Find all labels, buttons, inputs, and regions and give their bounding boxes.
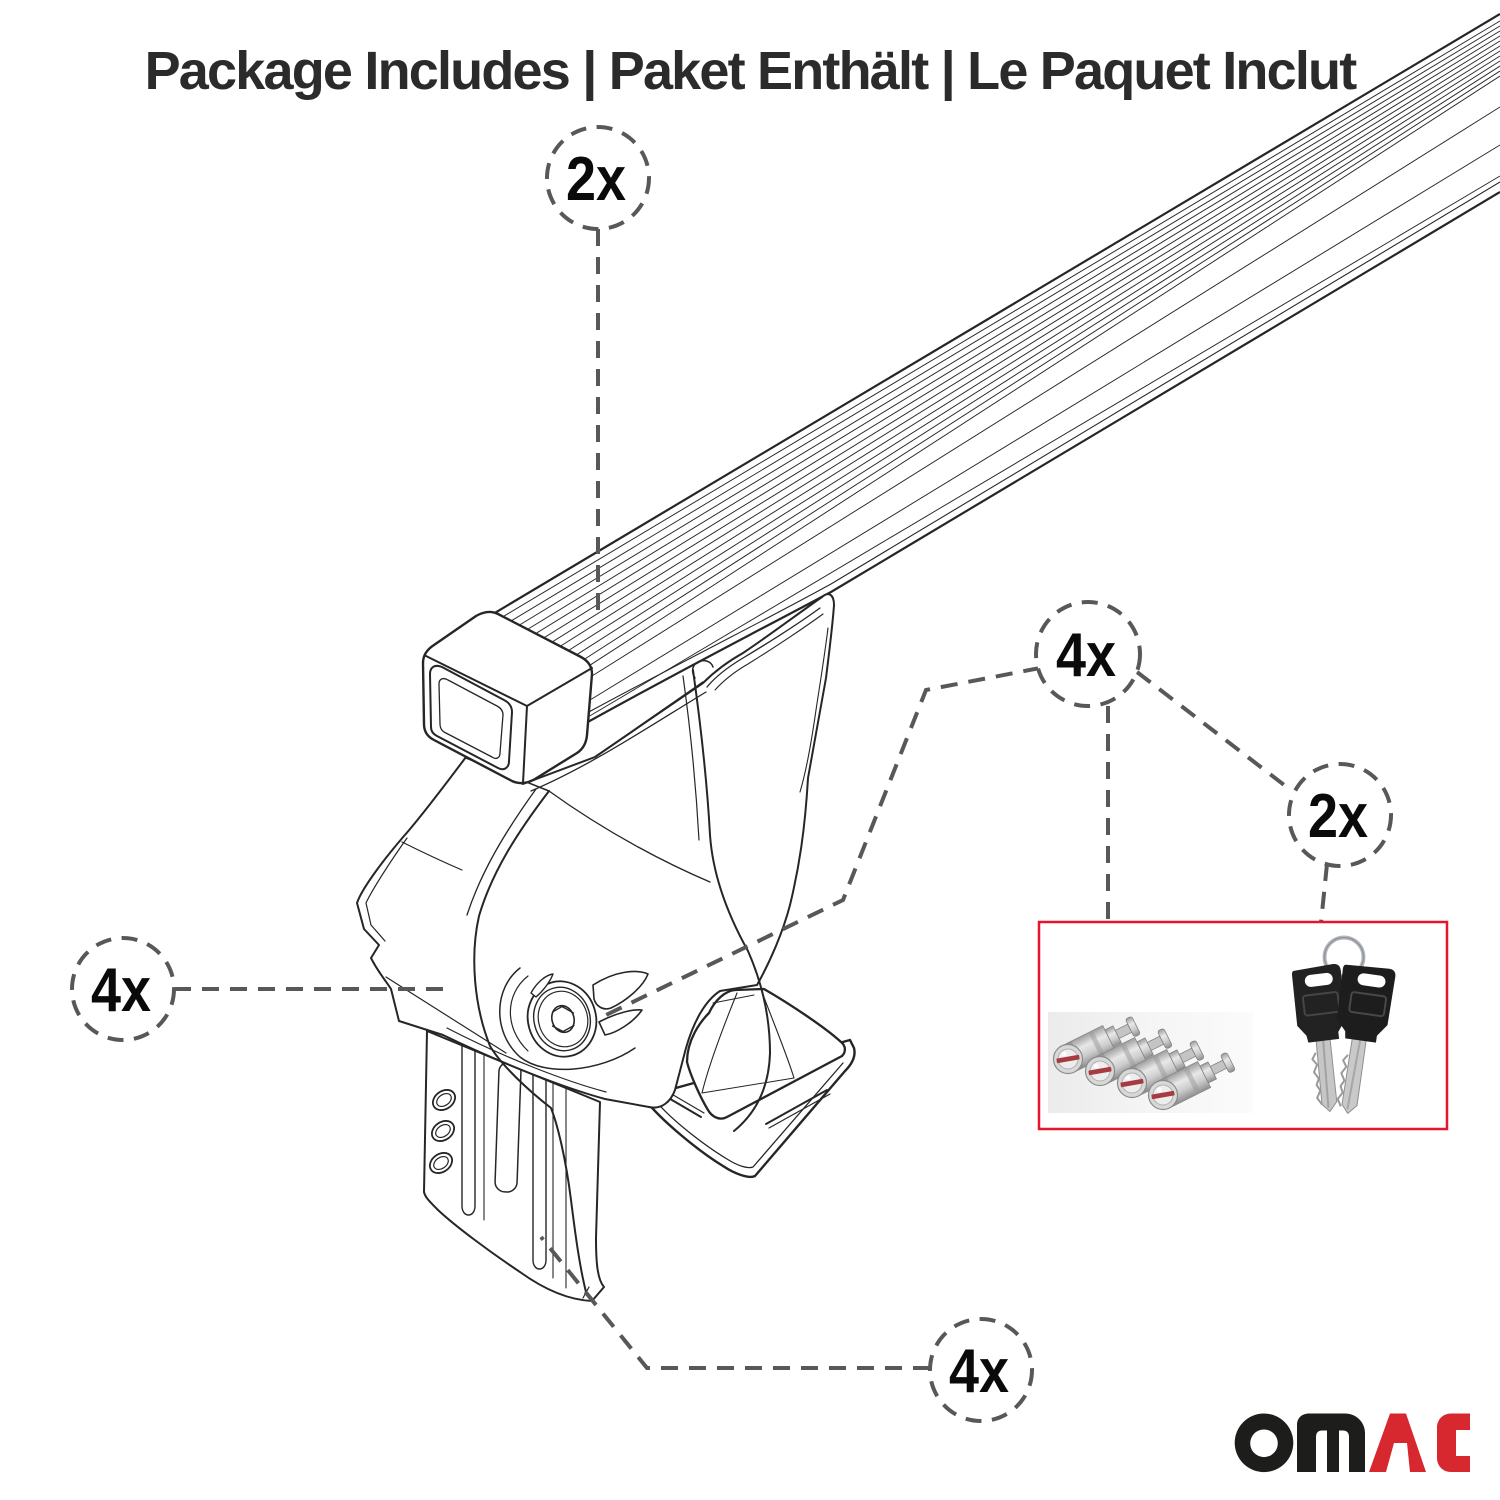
svg-text:4x: 4x [1056, 621, 1116, 690]
svg-text:2x: 2x [1308, 782, 1368, 851]
svg-text:4x: 4x [91, 956, 151, 1025]
svg-text:4x: 4x [949, 1337, 1009, 1406]
svg-text:Package Includes | Paket Enthä: Package Includes | Paket Enthält | Le Pa… [145, 41, 1358, 102]
svg-text:2x: 2x [566, 145, 626, 214]
